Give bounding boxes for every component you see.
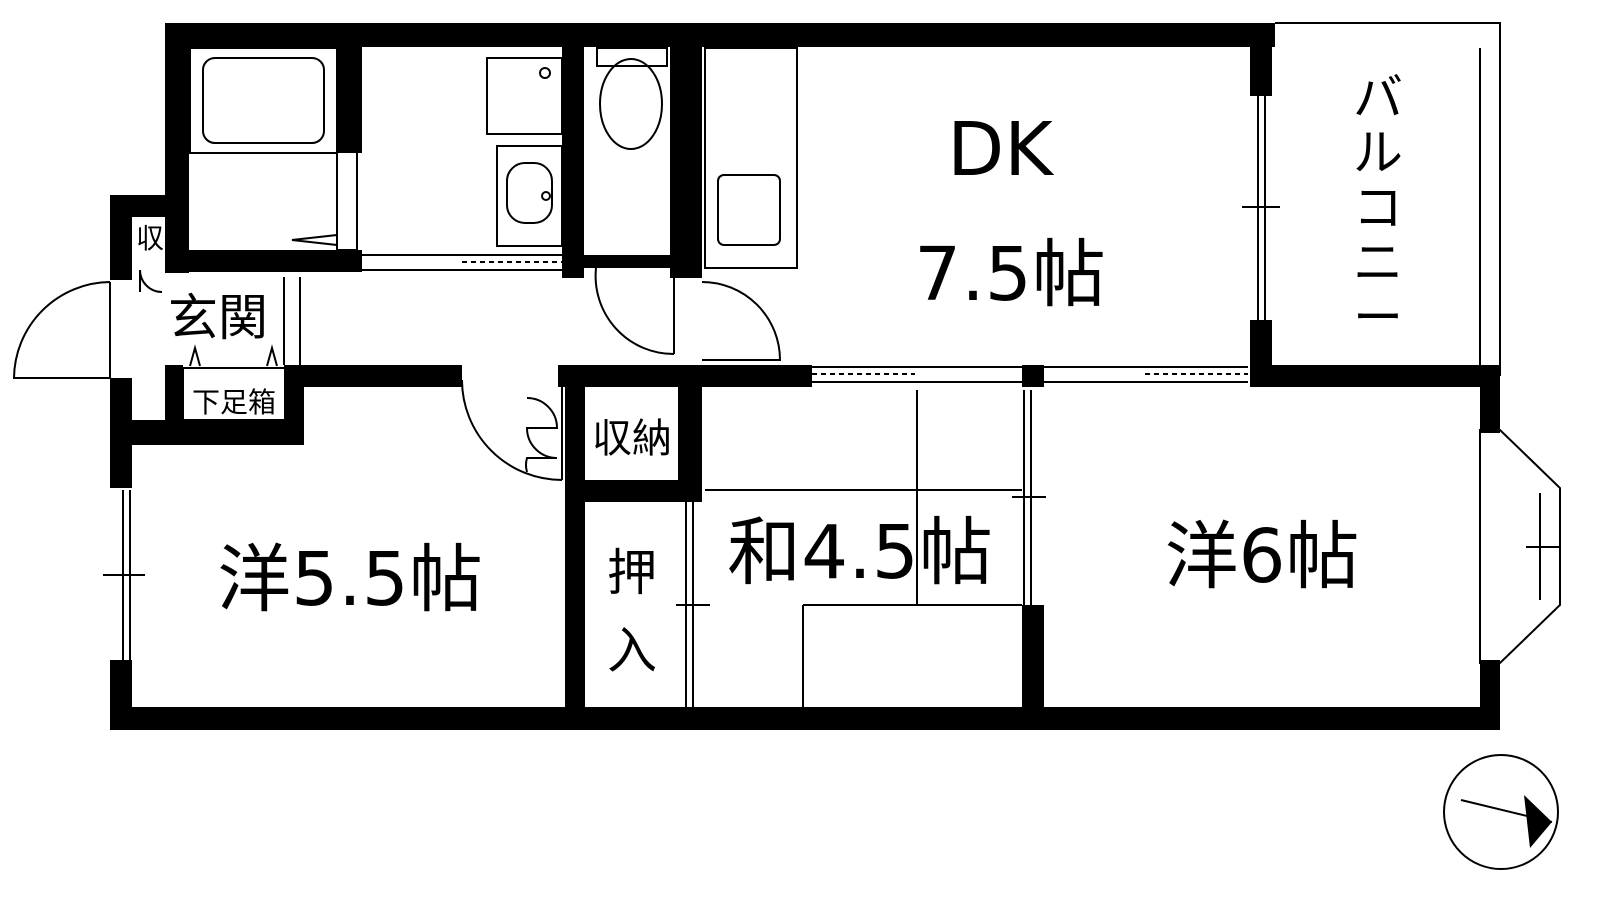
japanese-room-label: 和4.5帖 (727, 510, 993, 596)
north-compass (1443, 754, 1559, 870)
entrance-label: 玄関 (168, 289, 268, 347)
svg-text:押: 押 (607, 544, 657, 602)
small-storage-label: 収 (136, 222, 164, 255)
closet-label: 押 入 (607, 544, 657, 680)
svg-text:ル: ル (1353, 124, 1403, 182)
dk-size-label: 7.5帖 (914, 232, 1106, 318)
svg-text:コ: コ (1353, 179, 1403, 237)
svg-text:ー: ー (1353, 289, 1403, 347)
dashed-lines (462, 261, 1248, 375)
svg-text:ニ: ニ (1353, 234, 1403, 292)
compass-circle (1443, 754, 1559, 870)
svg-text:バ: バ (1353, 69, 1403, 127)
walls (110, 23, 1500, 730)
thin-lines (12, 22, 1561, 710)
compass-arrow-icon (1524, 795, 1552, 848)
dk-label: DK (947, 107, 1055, 193)
svg-text:入: 入 (607, 622, 657, 680)
western-room-left-label: 洋5.5帖 (217, 537, 483, 623)
shoe-box-label: 下足箱 (192, 386, 276, 419)
balcony-label: バ ル コ ニ ー (1353, 69, 1403, 347)
storage-label: 収納 (592, 416, 672, 462)
western-room-right-label: 洋6帖 (1164, 514, 1359, 600)
